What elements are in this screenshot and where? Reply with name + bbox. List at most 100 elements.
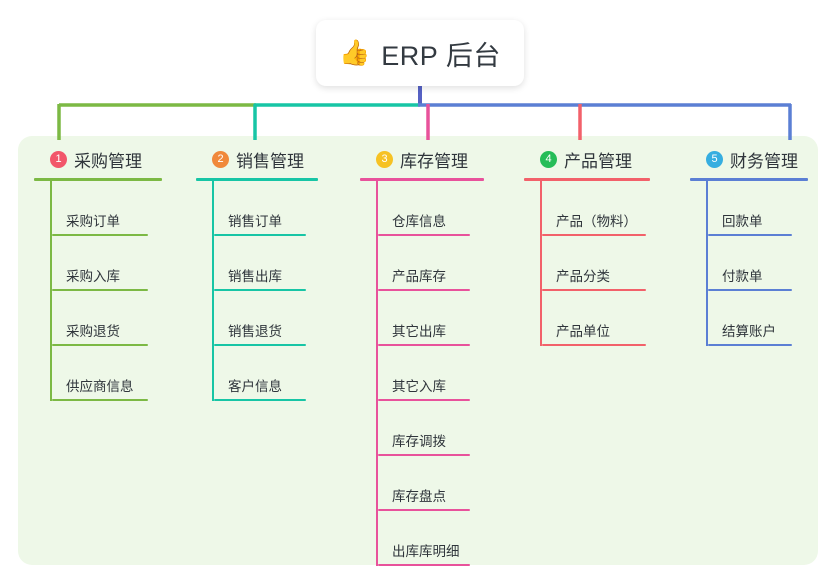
menu-item-underline — [708, 344, 792, 346]
root-title: ERP 后台 — [381, 40, 501, 71]
menu-item[interactable]: 回款单 — [706, 181, 808, 236]
column-spine — [376, 181, 378, 566]
column-underline — [524, 178, 650, 181]
menu-item-label: 回款单 — [722, 214, 763, 229]
menu-item-underline — [52, 399, 148, 401]
column-title: 库存管理 — [400, 151, 468, 171]
menu-item-underline — [378, 234, 470, 236]
menu-item-underline — [52, 289, 148, 291]
column-title: 销售管理 — [236, 151, 304, 171]
menu-item[interactable]: 销售退货 — [212, 291, 318, 346]
menu-item[interactable]: 供应商信息 — [50, 346, 162, 401]
menu-item[interactable]: 产品（物料） — [540, 181, 650, 236]
menu-item[interactable]: 采购退货 — [50, 291, 162, 346]
menu-item[interactable]: 产品分类 — [540, 236, 650, 291]
menu-item-underline — [214, 234, 306, 236]
column-number-badge: 2 — [212, 150, 229, 168]
column-underline — [360, 178, 484, 181]
column-items: 回款单付款单结算账户 — [690, 181, 808, 346]
menu-item-label: 销售订单 — [228, 214, 282, 229]
menu-item-underline — [214, 344, 306, 346]
menu-item[interactable]: 仓库信息 — [376, 181, 484, 236]
menu-item-label: 销售出库 — [228, 269, 282, 284]
menu-item-label: 其它出库 — [392, 324, 446, 339]
menu-item[interactable]: 出库库明细 — [376, 511, 484, 566]
column-items: 采购订单采购入库采购退货供应商信息 — [34, 181, 162, 401]
root-node[interactable]: 👍 ERP 后台 — [316, 20, 524, 86]
menu-item-label: 采购入库 — [66, 269, 120, 284]
column-items: 仓库信息产品库存其它出库其它入库库存调拨库存盘点出库库明细 — [360, 181, 484, 566]
menu-item[interactable]: 其它出库 — [376, 291, 484, 346]
column-title: 产品管理 — [564, 151, 632, 171]
column-underline — [690, 178, 808, 181]
menu-item[interactable]: 销售出库 — [212, 236, 318, 291]
menu-item-underline — [378, 454, 470, 456]
menu-item[interactable]: 付款单 — [706, 236, 808, 291]
menu-item-label: 产品（物料） — [556, 214, 637, 229]
thumbs-up-icon: 👍 — [339, 38, 371, 67]
menu-item-underline — [378, 289, 470, 291]
menu-item-label: 产品分类 — [556, 269, 610, 284]
column-header-4[interactable]: 4 产品管理 — [524, 146, 650, 172]
menu-item[interactable]: 采购入库 — [50, 236, 162, 291]
menu-item-underline — [378, 399, 470, 401]
column-header-3[interactable]: 3 库存管理 — [360, 146, 484, 172]
column-title: 采购管理 — [74, 151, 142, 171]
menu-item-underline — [708, 234, 792, 236]
column-spine — [50, 181, 52, 401]
column-spine — [706, 181, 708, 346]
column-title: 财务管理 — [730, 151, 798, 171]
menu-item-label: 仓库信息 — [392, 214, 446, 229]
menu-item[interactable]: 产品单位 — [540, 291, 650, 346]
column-underline — [34, 178, 162, 181]
menu-item-underline — [542, 344, 646, 346]
column-items: 产品（物料） 产品分类产品单位 — [524, 181, 650, 346]
column-3: 3 库存管理仓库信息产品库存其它出库其它入库库存调拨库存盘点出库库明细 — [360, 146, 484, 566]
menu-item[interactable]: 结算账户 — [706, 291, 808, 346]
menu-item-label: 销售退货 — [228, 324, 282, 339]
menu-item-underline — [542, 289, 646, 291]
column-header-5[interactable]: 5 财务管理 — [690, 146, 808, 172]
column-5: 5 财务管理回款单付款单结算账户 — [690, 146, 808, 346]
menu-item[interactable]: 客户信息 — [212, 346, 318, 401]
menu-item-label: 库存调拨 — [392, 434, 446, 449]
column-4: 4 产品管理产品（物料） 产品分类产品单位 — [524, 146, 650, 346]
menu-item-label: 其它入库 — [392, 379, 446, 394]
column-items: 销售订单销售出库销售退货客户信息 — [196, 181, 318, 401]
menu-item[interactable]: 库存调拨 — [376, 401, 484, 456]
column-number-badge: 4 — [540, 150, 557, 168]
menu-item-underline — [378, 564, 470, 566]
menu-item-label: 采购订单 — [66, 214, 120, 229]
menu-item-label: 付款单 — [722, 269, 763, 284]
menu-item[interactable]: 其它入库 — [376, 346, 484, 401]
menu-item-label: 供应商信息 — [66, 379, 134, 394]
column-spine — [540, 181, 542, 346]
menu-item-underline — [52, 344, 148, 346]
column-number-badge: 3 — [376, 150, 393, 168]
diagram-background-panel — [18, 136, 818, 565]
menu-item-underline — [378, 344, 470, 346]
menu-item-label: 产品单位 — [556, 324, 610, 339]
menu-item[interactable]: 产品库存 — [376, 236, 484, 291]
menu-item-label: 客户信息 — [228, 379, 282, 394]
menu-item-underline — [708, 289, 792, 291]
menu-item[interactable]: 采购订单 — [50, 181, 162, 236]
menu-item-underline — [214, 289, 306, 291]
column-number-badge: 5 — [706, 150, 723, 168]
menu-item[interactable]: 销售订单 — [212, 181, 318, 236]
column-header-2[interactable]: 2 销售管理 — [196, 146, 318, 172]
menu-item-label: 结算账户 — [722, 324, 776, 339]
menu-item-underline — [52, 234, 148, 236]
menu-item[interactable]: 库存盘点 — [376, 456, 484, 511]
menu-item-underline — [378, 509, 470, 511]
column-underline — [196, 178, 318, 181]
menu-item-label: 产品库存 — [392, 269, 446, 284]
menu-item-label: 库存盘点 — [392, 489, 446, 504]
menu-item-label: 出库库明细 — [392, 544, 460, 559]
menu-item-underline — [542, 234, 646, 236]
menu-item-label: 采购退货 — [66, 324, 120, 339]
column-2: 2 销售管理销售订单销售出库销售退货客户信息 — [196, 146, 318, 401]
